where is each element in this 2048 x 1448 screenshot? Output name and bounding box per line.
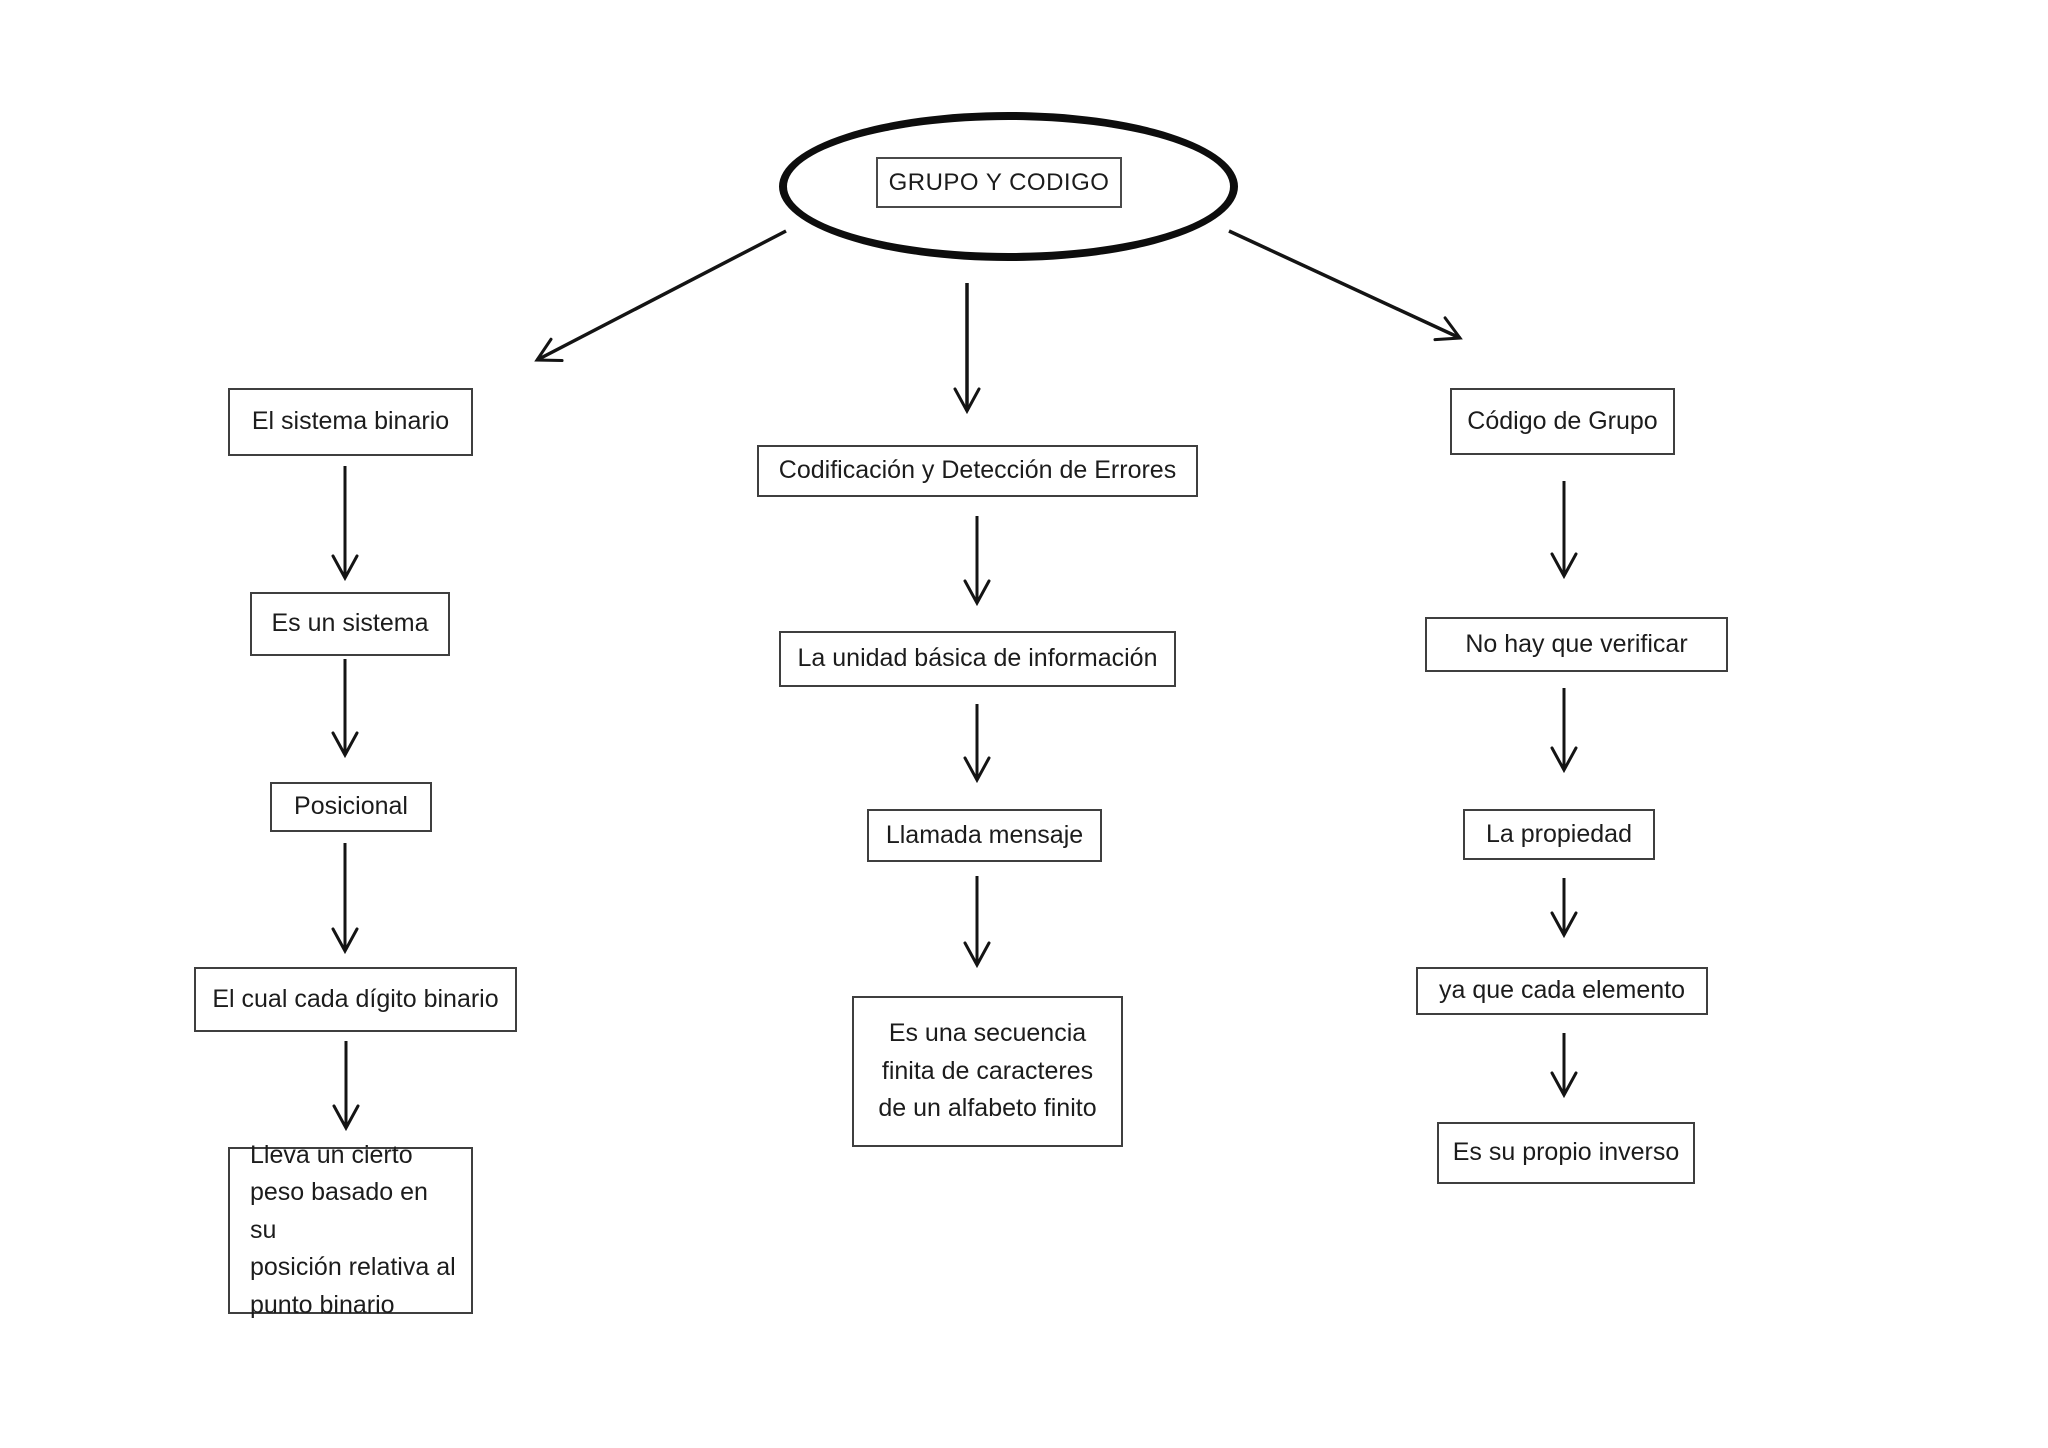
arrow-root-to-right-branch xyxy=(1228,229,1463,342)
node-la-propiedad: La propiedad xyxy=(1463,809,1655,860)
node-la-unidad-basica-de-informacion: La unidad básica de información xyxy=(779,631,1176,687)
node-llamada-mensaje: Llamada mensaje xyxy=(867,809,1102,862)
arrow-root-to-left-branch xyxy=(534,229,787,363)
node-es-una-secuencia-finita: Es una secuencia finita de caracteres de… xyxy=(852,996,1123,1147)
node-lleva-un-cierto-peso: Lleva un cierto peso basado en su posici… xyxy=(228,1141,473,1319)
node-el-cual-cada-digito-binario: El cual cada dígito binario xyxy=(194,967,517,1032)
node-grupo-y-codigo: GRUPO Y CODIGO xyxy=(876,157,1122,208)
node-es-su-propio-inverso: Es su propio inverso xyxy=(1437,1122,1695,1184)
node-es-un-sistema: Es un sistema xyxy=(250,592,450,656)
node-no-hay-que-verificar: No hay que verificar xyxy=(1425,617,1728,672)
node-posicional: Posicional xyxy=(270,782,432,832)
node-el-sistema-binario: El sistema binario xyxy=(228,388,473,456)
node-codigo-de-grupo: Código de Grupo xyxy=(1450,388,1675,455)
node-codificacion-y-deteccion-de-errores: Codificación y Detección de Errores xyxy=(757,445,1198,497)
node-ya-que-cada-elemento: ya que cada elemento xyxy=(1416,967,1708,1015)
